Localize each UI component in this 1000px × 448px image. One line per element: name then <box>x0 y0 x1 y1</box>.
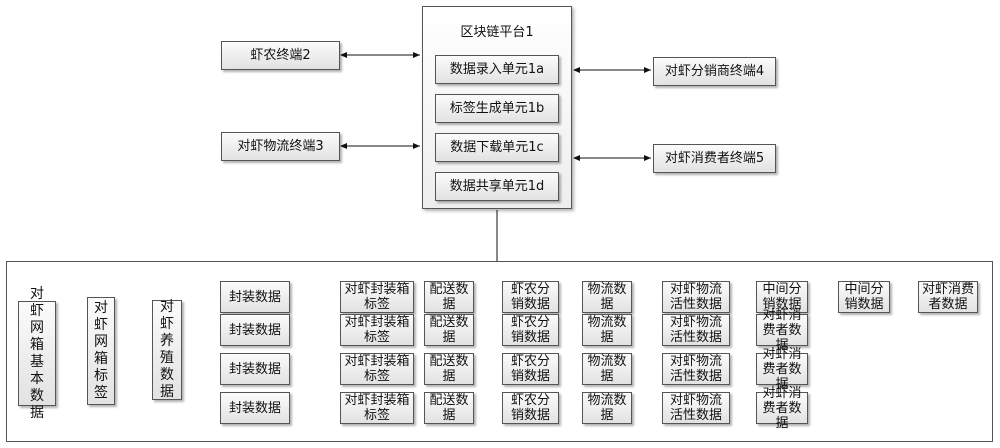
farmer-distribution-data-label: 虾农分销数据 <box>510 315 550 345</box>
data-download-unit-label: 数据下载单元1c <box>450 140 544 155</box>
logistics-vitality-data-node: 对虾物流活性数据 <box>662 353 730 385</box>
mid-distribution-data-label: 对虾消费者数据 <box>762 385 802 431</box>
packaging-data-label: 封装数据 <box>228 400 281 416</box>
farmer-distribution-data-label: 虾农分销数据 <box>510 393 550 423</box>
delivery-data-node: 配送数据 <box>424 281 474 313</box>
packaging-data-label: 封装数据 <box>228 361 281 377</box>
package-box-label-node: 对虾封装箱标签 <box>340 353 414 385</box>
logistics-vitality-data-node: 对虾物流活性数据 <box>662 314 730 346</box>
mid-distribution-data-label: 对虾消费者数据 <box>762 307 802 353</box>
consumer-terminal: 对虾消费者终端5 <box>653 144 776 173</box>
consumer-data-node: 对虾消费者数据 <box>918 281 978 313</box>
mid-distribution-data-label: 对虾消费者数据 <box>762 346 802 392</box>
mid-distribution-data-node: 中间分销数据 <box>756 281 808 313</box>
packaging-data-node: 封装数据 <box>220 353 290 385</box>
logistics-vitality-data-node: 对虾物流活性数据 <box>662 281 730 313</box>
delivery-data-node: 配送数据 <box>424 314 474 346</box>
data-entry-unit-label: 数据录入单元1a <box>449 62 545 77</box>
delivery-data-label: 配送数据 <box>429 393 469 423</box>
logistics-vitality-data-label: 对虾物流活性数据 <box>669 354 722 384</box>
packaging-data-node: 封装数据 <box>220 392 290 424</box>
consumer-data-label: 对虾消费者数据 <box>922 282 975 312</box>
logistics-terminal-label: 对虾物流终端3 <box>237 139 324 154</box>
mid-distribution-data-2-node: 中间分销数据 <box>838 281 890 313</box>
platform-title: 区块链平台1 <box>460 25 534 40</box>
logistics-terminal: 对虾物流终端3 <box>221 132 340 161</box>
farmer-distribution-data-node: 虾农分销数据 <box>502 314 559 346</box>
cage-basic-data-node: 对虾网箱基本数据 <box>18 286 56 421</box>
farmer-distribution-data-node: 虾农分销数据 <box>502 353 559 385</box>
mid-distribution-data-label: 中间分销数据 <box>762 282 802 312</box>
cage-label-node: 对虾网箱标签 <box>87 297 115 405</box>
logistics-data-node: 物流数据 <box>582 281 632 313</box>
mid-distribution-data-node: 对虾消费者数据 <box>756 347 808 392</box>
shrimp-farmer-terminal: 虾农终端2 <box>221 41 340 70</box>
logistics-vitality-data-label: 对虾物流活性数据 <box>669 315 722 345</box>
packaging-data-label: 封装数据 <box>228 289 281 305</box>
data-sharing-unit: 数据共享单元1d <box>435 172 559 201</box>
package-box-label-node: 对虾封装箱标签 <box>340 281 414 313</box>
logistics-vitality-data-label: 对虾物流活性数据 <box>669 393 722 423</box>
cage-label-label: 对虾网箱标签 <box>94 300 108 401</box>
farmer-distribution-data-label: 虾农分销数据 <box>510 282 550 312</box>
mid-distribution-data-2-label: 中间分销数据 <box>844 282 884 312</box>
farmer-distribution-data-node: 虾农分销数据 <box>502 281 559 313</box>
packaging-data-label: 封装数据 <box>228 322 281 338</box>
package-box-label-label: 对虾封装箱标签 <box>344 282 410 312</box>
logistics-data-node: 物流数据 <box>582 314 632 346</box>
shrimp-farmer-terminal-label: 虾农终端2 <box>250 48 311 63</box>
logistics-data-label: 物流数据 <box>587 393 627 423</box>
data-download-unit: 数据下载单元1c <box>435 133 559 162</box>
packaging-data-node: 封装数据 <box>220 314 290 346</box>
farmer-distribution-data-label: 虾农分销数据 <box>510 354 550 384</box>
data-entry-unit: 数据录入单元1a <box>435 55 559 84</box>
logistics-data-node: 物流数据 <box>582 353 632 385</box>
packaging-data-node: 封装数据 <box>220 281 290 313</box>
package-box-label-label: 对虾封装箱标签 <box>344 315 410 345</box>
logistics-data-label: 物流数据 <box>587 354 627 384</box>
package-box-label-label: 对虾封装箱标签 <box>344 393 410 423</box>
package-box-label-node: 对虾封装箱标签 <box>340 392 414 424</box>
farmer-distribution-data-node: 虾农分销数据 <box>502 392 559 424</box>
logistics-data-label: 物流数据 <box>587 315 627 345</box>
distributor-terminal: 对虾分销商终端4 <box>653 57 776 86</box>
label-generation-unit: 标签生成单元1b <box>435 94 559 123</box>
delivery-data-node: 配送数据 <box>424 353 474 385</box>
data-sharing-unit-label: 数据共享单元1d <box>449 179 545 194</box>
delivery-data-node: 配送数据 <box>424 392 474 424</box>
delivery-data-label: 配送数据 <box>429 315 469 345</box>
package-box-label-node: 对虾封装箱标签 <box>340 314 414 346</box>
breeding-data-node: 对虾养殖数据 <box>152 299 182 400</box>
delivery-data-label: 配送数据 <box>429 354 469 384</box>
label-generation-unit-label: 标签生成单元1b <box>449 101 545 116</box>
cage-basic-data-label: 对虾网箱基本数据 <box>30 285 44 421</box>
breeding-data-label: 对虾养殖数据 <box>160 299 174 400</box>
distributor-terminal-label: 对虾分销商终端4 <box>664 64 765 79</box>
consumer-terminal-label: 对虾消费者终端5 <box>664 151 765 166</box>
logistics-vitality-data-label: 对虾物流活性数据 <box>669 282 722 312</box>
logistics-vitality-data-node: 对虾物流活性数据 <box>662 392 730 424</box>
mid-distribution-data-node: 对虾消费者数据 <box>756 386 808 431</box>
package-box-label-label: 对虾封装箱标签 <box>344 354 410 384</box>
logistics-data-node: 物流数据 <box>582 392 632 424</box>
logistics-data-label: 物流数据 <box>587 282 627 312</box>
delivery-data-label: 配送数据 <box>429 282 469 312</box>
mid-distribution-data-node: 对虾消费者数据 <box>756 308 808 353</box>
